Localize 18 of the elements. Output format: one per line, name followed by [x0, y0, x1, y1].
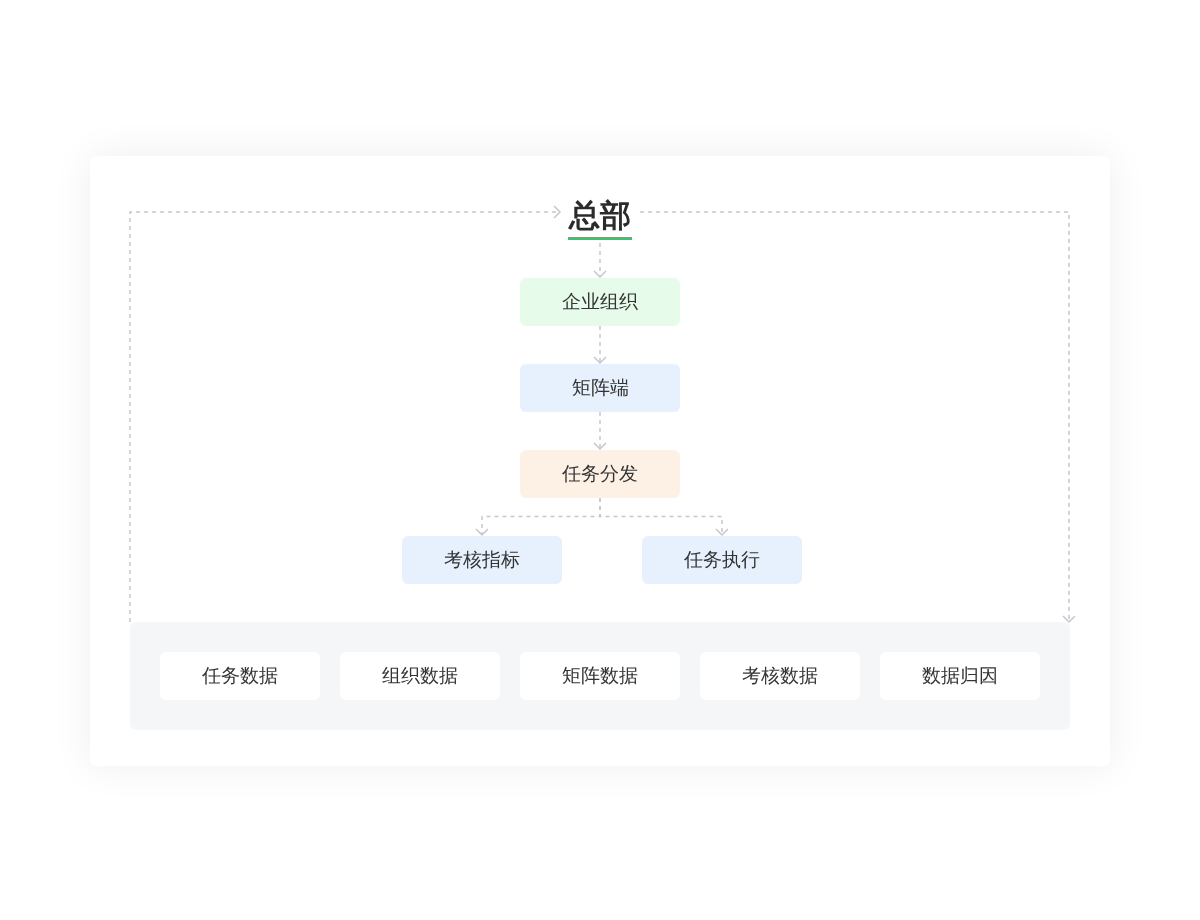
process-box: 考核指标	[402, 536, 562, 584]
arrow	[593, 411, 607, 450]
arrow	[129, 205, 561, 623]
data-panel	[130, 622, 1070, 730]
process-box: 考核数据	[700, 652, 860, 700]
process-box: 任务分发	[520, 450, 680, 498]
process-box: 企业组织	[520, 278, 680, 326]
process-box: 任务数据	[160, 652, 320, 700]
process-box: 矩阵端	[520, 364, 680, 412]
process-box: 组织数据	[340, 652, 500, 700]
arrow	[599, 497, 729, 536]
process-box: 数据归因	[880, 652, 1040, 700]
heading-text: 总部	[568, 194, 632, 240]
arrow	[593, 242, 607, 278]
process-box: 矩阵数据	[520, 652, 680, 700]
arrow	[639, 211, 1076, 623]
arrow	[593, 325, 607, 364]
process-box: 任务执行	[642, 536, 802, 584]
